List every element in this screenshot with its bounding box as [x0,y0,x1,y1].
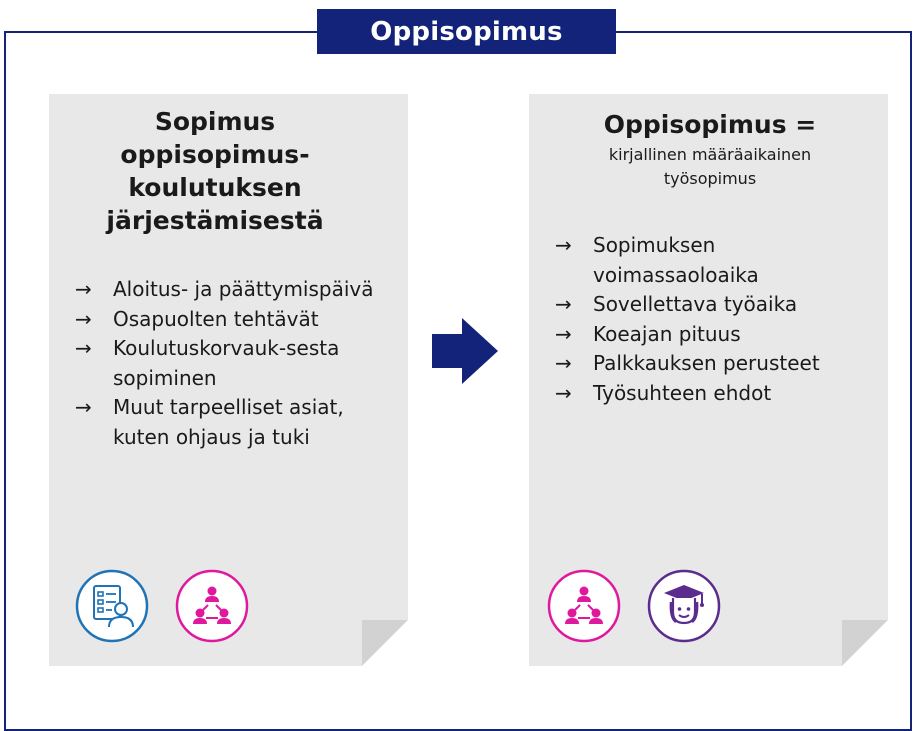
team-icon [547,569,621,643]
left-title-line: Sopimus [154,107,276,136]
list-item: → Osapuolten tehtävät [75,305,385,335]
left-title-line: järjestämisestä [106,206,324,235]
arrow-right-icon: → [75,395,92,420]
list-item-text: Aloitus- ja päättymispäivä [113,277,374,301]
right-card-title: Oppisopimus = [603,110,817,139]
right-card-list: → Sopimuksen voimassaoloaika → Sovellett… [555,231,875,409]
list-item-text: Koulutuskorvauk-sesta sopiminen [113,336,340,390]
graduate-icon [647,569,721,643]
big-arrow-right-icon [432,318,498,384]
left-card-title: Sopimus oppisopimus- koulutuksen järjest… [80,105,350,237]
list-item: → Aloitus- ja päättymispäivä [75,275,385,305]
arrow-right-icon: → [75,277,92,301]
list-item-text: Koeajan pituus [593,321,741,346]
list-item: → Koeajan pituus [555,320,875,350]
left-title-line: oppisopimus- [120,140,310,169]
left-card-fold [362,620,408,666]
list-item-text: Sopimuksen voimassaoloaika [593,233,759,287]
arrow-right-icon: → [75,336,92,361]
arrow-right-icon: → [75,306,92,331]
page-title: Oppisopimus [317,9,616,54]
list-item-text: Palkkauksen perusteet [593,351,820,376]
document-person-icon [75,569,149,643]
list-item-text: Sovellettava työaika [593,292,798,317]
list-item-text: Työsuhteen ehdot [593,380,772,405]
arrow-right-icon: → [555,233,572,257]
arrow-right-icon: → [555,351,572,376]
list-item-text: Osapuolten tehtävät [113,306,319,331]
list-item: → Palkkauksen perusteet [555,349,875,379]
arrow-right-icon: → [555,380,572,405]
right-subtitle-line: työsopimus [663,169,757,188]
right-subtitle-line: kirjallinen määräaikainen [608,145,812,164]
right-card-subtitle: kirjallinen määräaikainen työsopimus [560,143,860,191]
arrow-right-icon: → [555,321,572,346]
list-item: → Sopimuksen voimassaoloaika [555,231,875,290]
list-item: → Työsuhteen ehdot [555,379,875,409]
list-item: → Sovellettava työaika [555,290,875,320]
left-card-list: → Aloitus- ja päättymispäivä → Osapuolte… [75,275,385,453]
list-item: → Muut tarpeelliset asiat, kuten ohjaus … [75,393,385,452]
list-item: → Koulutuskorvauk-sesta sopiminen [75,334,385,393]
arrow-right-icon: → [555,292,572,317]
right-card-fold [842,620,888,666]
team-icon [175,569,249,643]
list-item-text: Muut tarpeelliset asiat, kuten ohjaus ja… [113,395,344,449]
left-title-line: koulutuksen [128,173,302,202]
